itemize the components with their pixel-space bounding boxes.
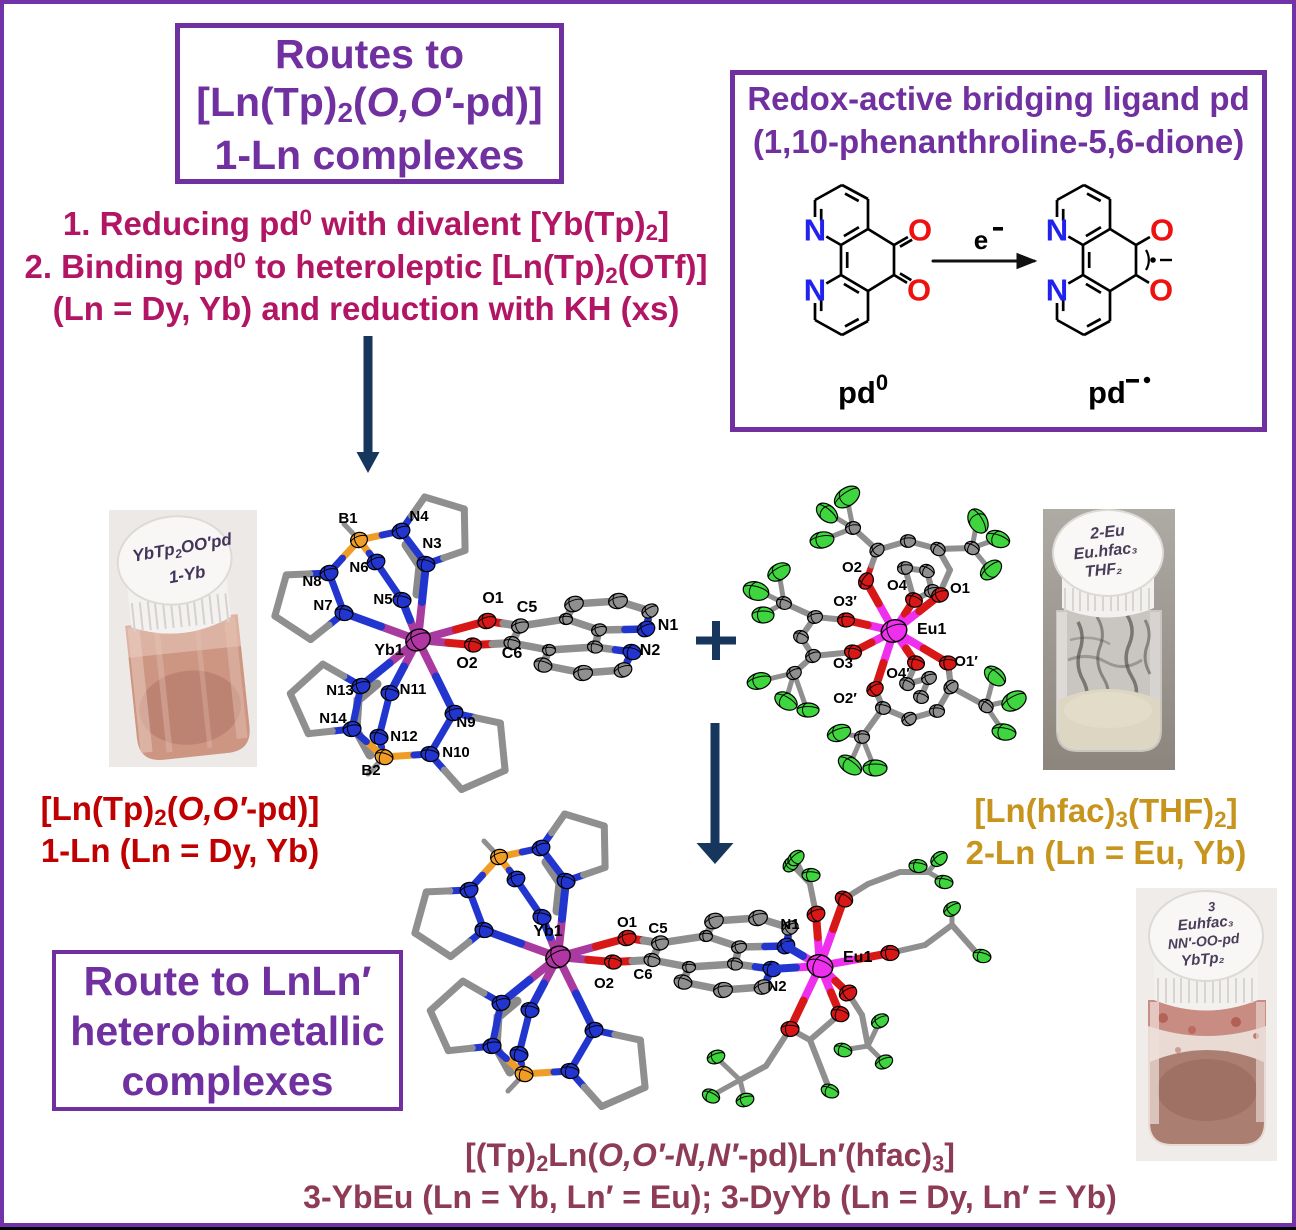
svg-text:O1: O1 — [950, 580, 970, 597]
svg-text:O2: O2 — [842, 559, 862, 576]
svg-text:O1′: O1′ — [954, 653, 978, 670]
svg-text:NN′-OO-pd: NN′-OO-pd — [1167, 930, 1240, 952]
svg-text:e: e — [974, 225, 988, 255]
svg-text:N6: N6 — [349, 559, 368, 576]
svg-text:N1: N1 — [780, 916, 799, 933]
svg-text:O2: O2 — [456, 655, 477, 672]
svg-text:B2: B2 — [361, 762, 380, 779]
svg-text:Eu.hfac₃: Eu.hfac₃ — [1073, 540, 1138, 564]
svg-text:O4′: O4′ — [886, 665, 910, 682]
svg-text:C6: C6 — [633, 966, 652, 983]
svg-text:O3: O3 — [833, 655, 853, 672]
svg-text:Yb1: Yb1 — [374, 642, 403, 659]
svg-text:THF₂: THF₂ — [1084, 560, 1123, 581]
svg-text:C5: C5 — [517, 599, 538, 616]
svg-text:N: N — [1046, 213, 1068, 248]
svg-text:Euhfac₃: Euhfac₃ — [1177, 913, 1234, 935]
svg-text:N9: N9 — [456, 714, 475, 731]
svg-text:O: O — [908, 213, 932, 248]
svg-text:C5: C5 — [648, 920, 667, 937]
svg-text:N4: N4 — [409, 508, 429, 525]
svg-text:YbTp₂: YbTp₂ — [1180, 949, 1225, 970]
svg-text:N: N — [1046, 273, 1068, 308]
svg-text:O2: O2 — [594, 975, 614, 992]
svg-text:B1: B1 — [338, 510, 357, 527]
svg-text:O: O — [907, 273, 931, 308]
svg-text:pd: pd — [1088, 375, 1126, 410]
svg-text:N7: N7 — [313, 597, 332, 614]
svg-text:N14: N14 — [319, 710, 347, 727]
svg-text:Yb1: Yb1 — [533, 923, 562, 940]
svg-text:N3: N3 — [422, 535, 441, 552]
svg-text:O2′: O2′ — [833, 690, 857, 707]
svg-text:N11: N11 — [400, 681, 427, 698]
svg-text:3: 3 — [1207, 899, 1216, 915]
svg-text:O1: O1 — [482, 590, 503, 607]
svg-text:pd0: pd0 — [838, 370, 888, 410]
svg-text:N13: N13 — [326, 682, 354, 699]
svg-text:O1: O1 — [617, 914, 637, 931]
svg-text:2-Eu: 2-Eu — [1088, 522, 1125, 543]
svg-text:N: N — [804, 213, 826, 248]
svg-text:N1: N1 — [658, 617, 679, 634]
svg-text:O: O — [1149, 273, 1173, 308]
svg-text:N8: N8 — [302, 573, 321, 590]
svg-text:N2: N2 — [640, 642, 661, 659]
svg-text:N12: N12 — [390, 728, 418, 745]
svg-text:C6: C6 — [502, 645, 523, 662]
svg-text:N: N — [804, 273, 826, 308]
svg-text:N5: N5 — [373, 591, 392, 608]
svg-text:O4: O4 — [887, 577, 908, 594]
svg-text:O3′: O3′ — [833, 593, 857, 610]
svg-text:N10: N10 — [442, 744, 470, 761]
svg-text:N2: N2 — [767, 978, 786, 995]
svg-text:Eu1: Eu1 — [843, 949, 872, 966]
svg-text:O: O — [1150, 213, 1174, 248]
svg-text:Eu1: Eu1 — [917, 621, 946, 638]
